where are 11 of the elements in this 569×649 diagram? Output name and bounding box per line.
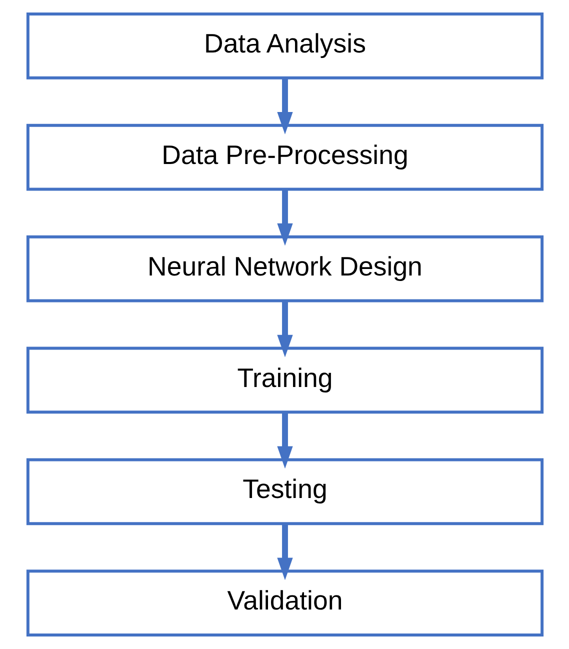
node-box: Data Analysis <box>26 12 544 80</box>
node-box: Testing <box>26 458 544 526</box>
arrow <box>276 412 292 469</box>
arrow <box>276 301 292 358</box>
arrow <box>276 190 292 246</box>
node-box: Data Pre-Processing <box>26 124 544 191</box>
node-box: Training <box>26 346 544 414</box>
arrow <box>276 524 292 580</box>
arrow <box>276 78 292 134</box>
node-box: Validation <box>26 570 544 637</box>
node-box: Neural Network Design <box>26 235 544 302</box>
